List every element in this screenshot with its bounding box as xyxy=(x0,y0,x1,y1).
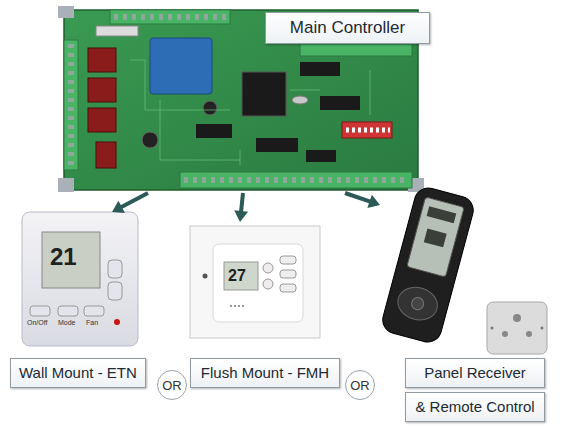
device-text: Mode xyxy=(58,319,76,326)
thermostat-body xyxy=(22,212,138,346)
dip-levers xyxy=(346,128,390,133)
screw xyxy=(541,327,544,330)
connector-line xyxy=(119,193,148,208)
device-text: Fan xyxy=(86,319,98,326)
label-box: & Remote Control xyxy=(405,392,545,422)
pcb-traces xyxy=(130,60,370,165)
device-group: Main Controller xyxy=(62,5,432,193)
push-button xyxy=(30,306,50,316)
led xyxy=(203,274,208,279)
label-box: Panel Receiver xyxy=(405,358,545,388)
arrow-head xyxy=(112,201,125,213)
receiver-led xyxy=(526,331,532,337)
relay xyxy=(88,108,116,132)
remote-control xyxy=(380,185,477,345)
relay xyxy=(88,48,116,72)
receiver-body xyxy=(487,302,547,354)
arrow-head xyxy=(367,195,380,208)
terminal-screws xyxy=(68,44,74,168)
up-button xyxy=(263,263,273,273)
remote-screen xyxy=(407,197,464,277)
terminal-screws xyxy=(184,177,408,183)
push-button xyxy=(58,306,78,316)
sensor-grille xyxy=(230,305,246,307)
wall-plate xyxy=(190,226,320,338)
connector-arrow xyxy=(112,193,148,213)
device-text: 21 xyxy=(50,245,77,269)
screen-segments xyxy=(427,206,457,223)
terminal-block xyxy=(300,44,412,56)
arrow-head xyxy=(234,210,248,222)
wall-thermostat xyxy=(22,212,138,346)
device-text: On/Off xyxy=(27,319,48,326)
device-text: 27 xyxy=(228,268,246,284)
receiver-led xyxy=(502,331,508,337)
connector-arrow xyxy=(234,193,248,222)
connector-arrow xyxy=(345,193,380,208)
capacitor xyxy=(203,101,217,115)
up-button xyxy=(108,260,122,278)
push-button xyxy=(280,256,296,264)
ic-chip xyxy=(320,96,360,110)
ic-chip xyxy=(256,138,298,152)
ic-chip xyxy=(300,62,340,76)
down-button xyxy=(108,282,122,300)
or-text: OR xyxy=(162,378,182,393)
relay xyxy=(96,142,116,168)
mount-bracket xyxy=(58,6,74,18)
remote-body xyxy=(380,185,477,345)
push-button xyxy=(84,306,104,316)
nav-pad xyxy=(394,283,441,324)
label-box: Flush Mount - FMH xyxy=(190,358,340,388)
panel-receiver xyxy=(487,302,547,354)
terminal-screws xyxy=(114,14,228,20)
push-button xyxy=(280,284,296,292)
capacitor xyxy=(142,132,158,148)
or-text: OR xyxy=(350,378,370,393)
terminal-block xyxy=(64,40,78,170)
terminal-block xyxy=(180,172,412,188)
crystal xyxy=(292,96,308,104)
led xyxy=(114,319,120,325)
nav-center xyxy=(410,296,425,311)
label-box: Main Controller xyxy=(265,12,430,44)
down-button xyxy=(263,279,273,289)
connector-line xyxy=(241,193,243,214)
screen-segments xyxy=(424,229,447,248)
device-group: Wall Mount - ETN xyxy=(10,212,146,390)
ic-chip xyxy=(306,150,336,162)
receiver-button xyxy=(513,314,521,322)
connector-line xyxy=(345,193,372,202)
device-group: Panel Receiver & Remote Control xyxy=(378,205,550,424)
or-circle: OR xyxy=(345,370,375,400)
ic-chip xyxy=(196,124,232,138)
lcd-screen xyxy=(224,262,258,290)
flush-thermostat xyxy=(190,226,320,338)
device-group: Flush Mount - FMH xyxy=(185,222,345,390)
fuse xyxy=(96,26,138,36)
microchip xyxy=(242,72,286,116)
relay xyxy=(88,78,116,102)
label-box: Wall Mount - ETN xyxy=(10,358,146,388)
lcd-screen xyxy=(42,232,100,288)
terminal-block xyxy=(110,10,230,24)
push-button xyxy=(280,270,296,278)
or-circle: OR xyxy=(157,370,187,400)
dip-switch xyxy=(342,122,392,138)
transformer xyxy=(150,38,212,94)
screw xyxy=(491,327,494,330)
thermostat-face xyxy=(213,244,303,322)
mount-bracket xyxy=(58,178,74,192)
